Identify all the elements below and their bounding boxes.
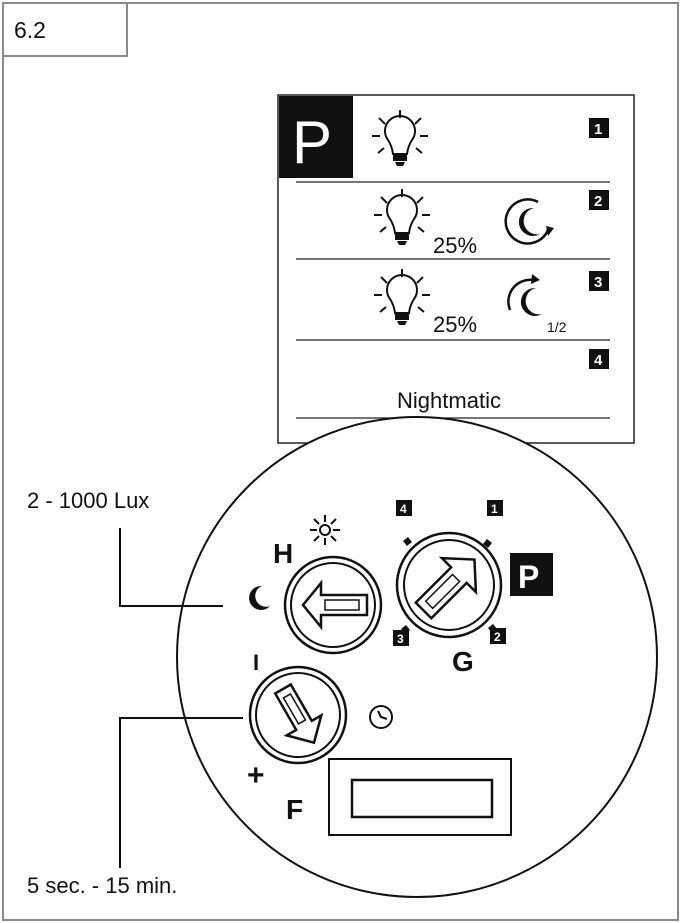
clock-icon	[369, 705, 393, 729]
knob-f[interactable]	[248, 665, 348, 765]
row-3-badge	[589, 271, 609, 291]
figure-tab	[2, 2, 128, 57]
svg-text:P: P	[518, 559, 539, 595]
sensor-device: 2 - 1000 Lux 5 sec. - 15 min. H 3	[27, 416, 658, 898]
row-2-percent: 25%	[433, 233, 477, 258]
moon-icon	[249, 585, 270, 610]
knob-f-label: F	[286, 794, 303, 825]
svg-text:2: 2	[494, 630, 501, 644]
plus-label: +	[247, 759, 265, 792]
p-block-label: P	[292, 109, 332, 176]
svg-text:1: 1	[491, 502, 498, 516]
g-position-4-badge	[396, 500, 412, 516]
knob-g-label: G	[452, 646, 474, 677]
svg-text:3: 3	[594, 274, 602, 291]
lightbulb-icon	[374, 189, 430, 245]
moon-cycle-icon	[504, 198, 554, 245]
lux-range-label: 2 - 1000 Lux	[27, 488, 149, 513]
lightbulb-icon	[374, 269, 430, 325]
knob-h-label: H	[273, 538, 293, 569]
minus-label: I	[253, 650, 259, 675]
arrow-up-right-icon	[413, 556, 478, 621]
device-housing	[176, 416, 658, 898]
figure-number: 6.2	[14, 17, 46, 43]
time-leader-line	[119, 717, 243, 868]
svg-text:1: 1	[594, 121, 602, 138]
knob-g[interactable]	[395, 531, 503, 639]
g-position-1-badge	[487, 500, 503, 516]
lightbulb-icon	[372, 110, 428, 166]
row-1-badge	[589, 118, 609, 138]
svg-text:2: 2	[594, 193, 602, 210]
sun-icon	[310, 515, 340, 545]
svg-text:4: 4	[594, 352, 603, 369]
time-range-label: 5 sec. - 15 min.	[27, 873, 177, 898]
row-2-badge	[589, 190, 609, 210]
knob-h[interactable]	[283, 555, 383, 655]
legend-panel: P 1 2 3 4	[277, 94, 635, 444]
svg-text:3: 3	[397, 632, 404, 646]
p-badge	[510, 553, 553, 596]
display-window	[328, 758, 512, 836]
arrow-left-icon	[301, 579, 369, 631]
row-3-fraction: 1/2	[547, 319, 567, 335]
arrow-up-icon	[273, 682, 324, 745]
p-block	[279, 96, 353, 178]
g-position-2-badge	[490, 628, 506, 644]
svg-text:4: 4	[400, 502, 407, 516]
row-4-badge	[589, 349, 609, 369]
moon-half-icon	[507, 274, 542, 316]
nightmatic-label: Nightmatic	[397, 388, 501, 413]
row-3-percent: 25%	[433, 312, 477, 337]
lux-leader-line	[119, 528, 223, 607]
